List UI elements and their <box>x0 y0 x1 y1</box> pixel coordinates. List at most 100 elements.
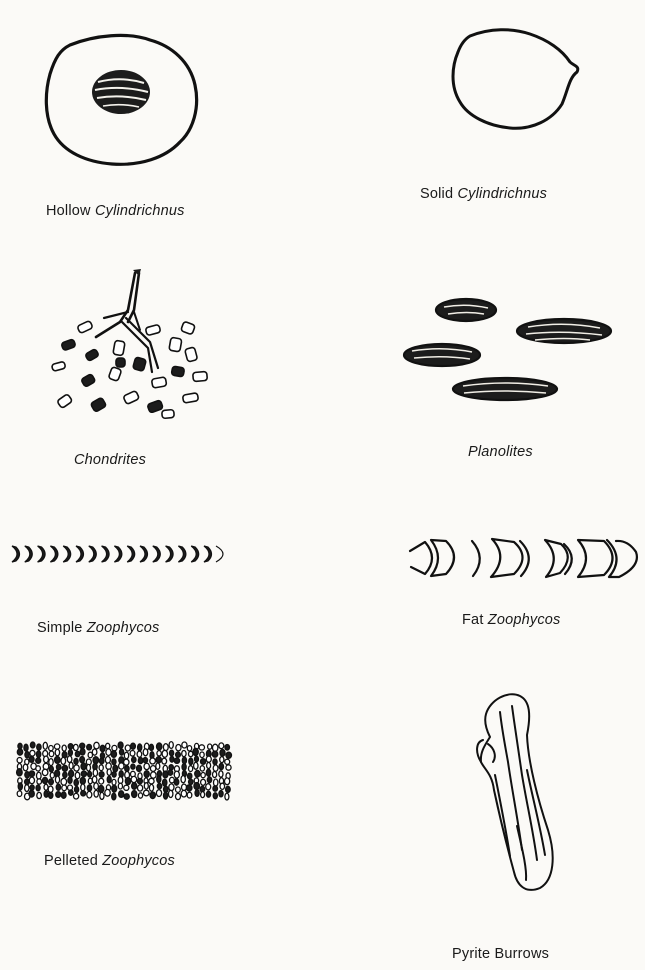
caption-taxon-name: Chondrites <box>74 452 146 468</box>
fecal-pellet <box>87 791 92 798</box>
fecal-pellet <box>176 793 181 799</box>
fecal-pellet <box>157 783 161 789</box>
fecal-pellet <box>200 766 204 771</box>
fecal-pellet <box>87 785 91 791</box>
zoophycos-lamella <box>191 546 199 562</box>
fecal-pellet <box>92 749 97 755</box>
fecal-pellet <box>182 742 187 748</box>
fecal-pellet <box>195 770 200 777</box>
fecal-pellet <box>174 779 179 785</box>
chondrites-burrow-sections <box>51 320 207 418</box>
fecal-pellet <box>100 792 104 799</box>
zoophycos-lamella <box>178 546 186 562</box>
zoophycos-lamella <box>140 546 148 562</box>
fecal-pellet <box>55 776 59 783</box>
fecal-pellet <box>186 785 192 791</box>
fecal-pellet <box>219 791 223 797</box>
fecal-pellet <box>144 790 150 796</box>
fecal-pellet <box>118 742 123 748</box>
fecal-pellet <box>194 783 200 790</box>
fecal-pellet <box>42 769 48 775</box>
fecal-pellet <box>24 744 28 751</box>
fecal-pellet <box>162 750 167 757</box>
caption-taxon-name: Zoophycos <box>87 620 160 636</box>
fecal-pellet <box>92 776 97 783</box>
fecal-pellet <box>81 763 86 770</box>
fecal-pellet <box>125 778 130 785</box>
fecal-pellet <box>124 752 128 759</box>
fecal-pellet <box>181 776 185 783</box>
fecal-pellet <box>113 765 118 772</box>
fecal-pellet <box>170 756 174 762</box>
fecal-pellet <box>163 771 168 778</box>
fecal-pellet <box>125 766 129 772</box>
fecal-pellet <box>75 786 79 792</box>
fecal-pellet <box>157 743 162 750</box>
zoophycos-lamella <box>166 546 174 562</box>
zoophycos-lamella <box>50 546 58 562</box>
fecal-pellet <box>44 784 48 790</box>
fecal-pellet <box>226 752 232 758</box>
fecal-pellet <box>74 765 79 771</box>
fecal-pellet <box>220 783 225 789</box>
fecal-pellet <box>213 786 218 791</box>
fecal-pellet <box>44 791 48 798</box>
fecal-pellet <box>105 789 110 796</box>
fecal-pellet <box>67 756 72 763</box>
fecal-pellet <box>213 759 217 765</box>
fecal-pellet <box>49 746 54 751</box>
fecal-pellet <box>225 793 229 800</box>
fecal-pellet <box>62 745 66 751</box>
caption-plain-text: Fat <box>462 612 488 628</box>
hollow-core <box>92 70 150 114</box>
fat-zoophycos-caption: Fat Zoophycos <box>462 612 561 628</box>
fecal-pellet <box>112 793 116 800</box>
fecal-pellet <box>48 786 53 792</box>
fecal-pellet <box>49 792 53 798</box>
fecal-pellet <box>219 743 224 749</box>
fecal-pellet <box>138 758 143 764</box>
fecal-pellet <box>206 756 211 762</box>
fecal-pellet <box>143 758 148 763</box>
fecal-pellet <box>29 756 34 762</box>
fecal-pellet <box>80 743 85 748</box>
fecal-pellet <box>25 752 29 758</box>
fecal-pellet <box>207 763 211 769</box>
fecal-pellet <box>156 790 161 797</box>
fecal-pellet <box>195 756 199 762</box>
fecal-pellet <box>69 790 73 795</box>
fecal-pellet <box>151 772 157 778</box>
fecal-pellet <box>17 749 22 755</box>
fecal-pellet <box>131 776 137 782</box>
caption-taxon-name: Zoophycos <box>488 612 561 628</box>
fecal-pellet <box>219 763 223 769</box>
fecal-pellet <box>36 751 40 758</box>
fecal-pellet <box>194 762 198 769</box>
caption-taxon-name: Cylindrichnus <box>457 186 547 202</box>
fecal-pellet <box>181 790 186 797</box>
fecal-pellet <box>174 758 179 763</box>
fecal-pellet <box>112 759 116 765</box>
fecal-pellet <box>124 785 129 790</box>
fecal-pellet <box>150 758 156 764</box>
fecal-pellet <box>124 759 129 765</box>
fecal-pellet <box>56 792 61 798</box>
fecal-pellet <box>132 783 137 790</box>
zoophycos-lamella <box>153 546 161 562</box>
zoophycos-lamella <box>204 546 212 562</box>
fecal-pellet <box>69 762 73 769</box>
fecal-pellet <box>120 749 124 755</box>
fecal-pellet <box>219 771 223 777</box>
planolites-caption: Planolites <box>468 444 533 460</box>
fecal-pellet <box>213 765 218 771</box>
fecal-pellet <box>87 744 92 750</box>
fecal-pellet <box>73 744 78 750</box>
fecal-pellet <box>150 792 155 799</box>
fecal-pellet <box>80 777 85 784</box>
fecal-pellet <box>174 771 179 778</box>
caption-plain-text: Hollow <box>46 203 95 219</box>
fecal-pellet <box>80 749 85 756</box>
fecal-pellet <box>169 790 173 797</box>
caption-taxon-name: Planolites <box>468 444 533 460</box>
fecal-pellet <box>42 777 47 783</box>
